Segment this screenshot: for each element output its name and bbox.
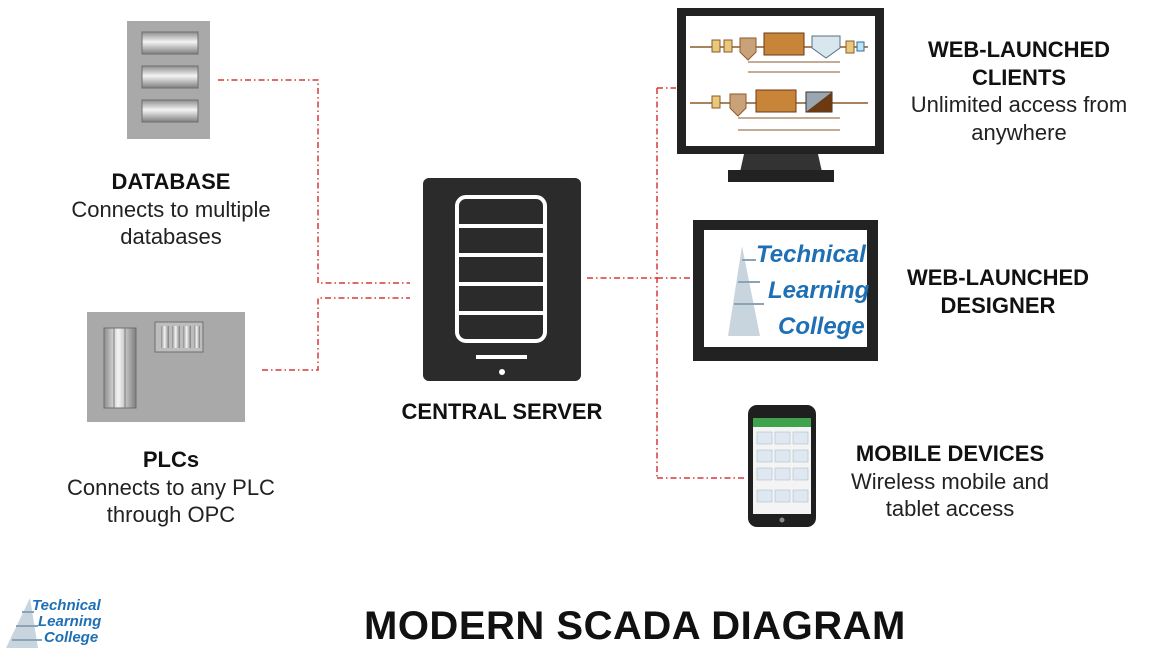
clients-label: WEB-LAUNCHED CLIENTS Unlimited access fr…	[890, 36, 1148, 146]
tlc-logo-small-icon	[6, 598, 42, 648]
clients-title-2: CLIENTS	[971, 64, 1067, 90]
database-desc-2: databases	[120, 224, 222, 249]
connector-database	[218, 79, 410, 284]
diagram-title: MODERN SCADA DIAGRAM	[364, 604, 906, 648]
monitor-clients-icon	[677, 8, 884, 182]
designer-title-1: WEB-LAUNCHED	[906, 265, 1090, 290]
logo-line-1: Technical	[32, 597, 101, 614]
designer-label: WEB-LAUNCHED DESIGNER	[878, 264, 1118, 319]
plcs-desc-2: through OPC	[106, 502, 236, 527]
monitor-designer-icon: Technical Learning College	[693, 220, 878, 361]
designer-title-2: DESIGNER	[940, 292, 1056, 318]
mobile-desc-1: Wireless mobile and	[850, 468, 1050, 494]
database-title: DATABASE	[111, 169, 231, 194]
plcs-desc-1: Connects to any PLC	[67, 474, 275, 500]
database-label: DATABASE Connects to multiple databases	[36, 168, 306, 251]
server-label: CENTRAL SERVER	[370, 398, 634, 426]
tlc-logo-large-icon: Technical Learning College	[728, 241, 870, 340]
server-icon	[423, 178, 581, 381]
database-icon	[127, 21, 210, 139]
mobile-desc-2: tablet access	[885, 496, 1015, 521]
svg-text:Learning: Learning	[768, 277, 870, 304]
mobile-label: MOBILE DEVICES Wireless mobile and table…	[822, 440, 1078, 523]
plc-icon	[87, 312, 245, 422]
clients-desc-2: anywhere	[971, 119, 1067, 145]
svg-text:Technical: Technical	[756, 241, 867, 268]
logo-line-2: Learning	[38, 613, 102, 630]
process-schematic-icon	[690, 32, 868, 131]
svg-text:College: College	[778, 313, 865, 340]
server-title: CENTRAL SERVER	[401, 399, 603, 424]
clients-title-1: WEB-LAUNCHED	[927, 37, 1111, 62]
plcs-title: PLCs	[142, 447, 200, 472]
mobile-phone-icon	[748, 405, 816, 527]
database-desc-1: Connects to multiple	[71, 196, 271, 222]
plcs-label: PLCs Connects to any PLC through OPC	[26, 446, 316, 529]
logo-line-3: College	[44, 629, 99, 646]
clients-desc-1: Unlimited access from	[910, 92, 1128, 117]
mobile-title: MOBILE DEVICES	[855, 441, 1045, 466]
tlc-logo-small-text: Technical Learning College	[32, 598, 101, 646]
connector-lines	[218, 79, 745, 479]
connector-plcs	[262, 297, 410, 371]
